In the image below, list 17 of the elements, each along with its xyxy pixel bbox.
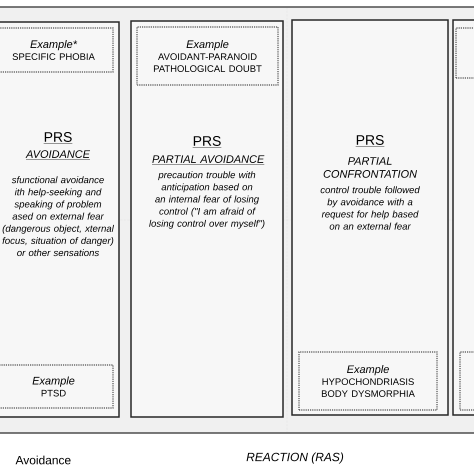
example-box: Example PTSD: [0, 364, 114, 409]
axis-label: REACTION (RAS): [246, 452, 344, 464]
example-box: Example* SPECIFIC PHOBIA: [0, 27, 114, 73]
axis-label: Avoidance: [16, 456, 71, 464]
heading-text: PARTIAL AVOIDANCE: [152, 155, 264, 165]
heading-text: PRS: [43, 132, 73, 144]
example-box: Example AVOIDANT-PARANOID PATHOLOGICAL DOUBT: [136, 26, 279, 86]
body-text: precaution trouble with anticipation based on an internal fear of losing control ("I am afraid of losing control over myself"): [149, 171, 264, 229]
example-box: [459, 351, 474, 411]
body-text: sfunctional avoidance ith help-seeking and speaking of problem ased on external fear (dangerous object, xternal focus, situation of danger) or other sensations: [2, 176, 114, 256]
example-box: [455, 27, 474, 79]
example-box: Example HYPOCHONDRIASIS BODY DYSMORPHIA: [298, 351, 438, 411]
heading-text: PRS: [355, 135, 385, 147]
heading-text: AVOIDANCE: [25, 150, 90, 160]
heading-text: PRS: [192, 136, 222, 148]
body-text: control trouble followed by avoidance with a request for help based on an external fear: [320, 186, 420, 230]
heading-text: PARTIAL CONFRONTATION: [324, 157, 417, 178]
